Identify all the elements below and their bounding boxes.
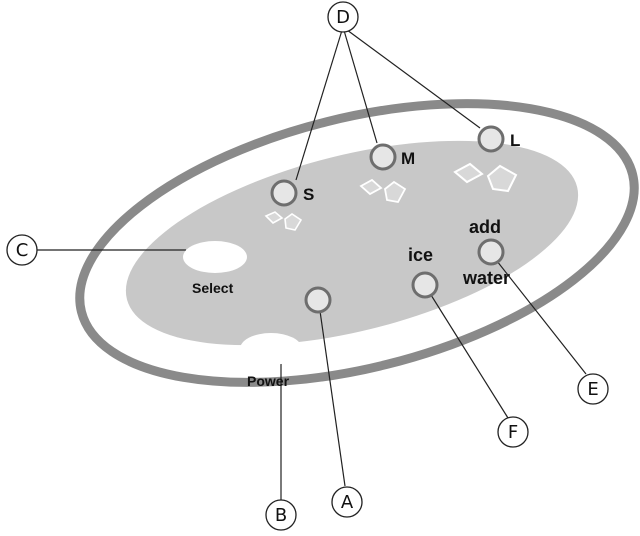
select-button-surface[interactable] — [183, 241, 247, 273]
ice-cube-icon-large — [453, 162, 518, 193]
indicator-light-small — [270, 179, 298, 207]
indicator-light-medium — [369, 143, 397, 171]
indicator-label-ice: ice — [408, 245, 433, 265]
select-button-label: Select — [192, 280, 234, 296]
indicator-label-add: add — [469, 217, 501, 237]
leader-lines — [37, 26, 587, 500]
svg-text:A: A — [341, 492, 354, 513]
callout-F: F — [497, 416, 529, 448]
callout-D: D — [327, 1, 359, 33]
callout-B: B — [265, 499, 297, 531]
indicator-large: L — [453, 125, 520, 193]
panel-inner-surface — [125, 140, 579, 346]
select-button[interactable]: Select — [183, 241, 247, 296]
indicator-light-ice — [411, 271, 439, 299]
indicator-ice: ice — [408, 245, 439, 299]
indicator-label-medium: M — [401, 149, 415, 168]
indicator-label-small: S — [303, 185, 314, 204]
svg-text:C: C — [16, 240, 29, 261]
power-button-surface[interactable] — [240, 333, 302, 365]
callout-C: C — [6, 234, 38, 266]
indicator-label-water: water — [462, 268, 510, 288]
indicator-add-water: add water — [462, 217, 510, 288]
svg-text:E: E — [587, 379, 598, 400]
svg-text:D: D — [336, 7, 350, 28]
indicator-light-large — [477, 125, 505, 153]
callout-A: A — [331, 486, 363, 518]
indicator-medium: M — [359, 143, 415, 204]
power-button[interactable]: Power — [240, 333, 302, 389]
power-button-label: Power — [247, 373, 290, 389]
callout-E: E — [577, 373, 609, 405]
ice-cube-icon-medium — [359, 178, 407, 204]
indicator-label-large: L — [510, 131, 520, 150]
ice-cube-icon-small — [264, 211, 303, 231]
indicator-light-center — [304, 286, 332, 314]
svg-text:B: B — [275, 505, 287, 526]
indicator-small: S — [264, 179, 314, 231]
svg-text:F: F — [508, 422, 518, 443]
indicator-light-add-water — [477, 238, 505, 266]
